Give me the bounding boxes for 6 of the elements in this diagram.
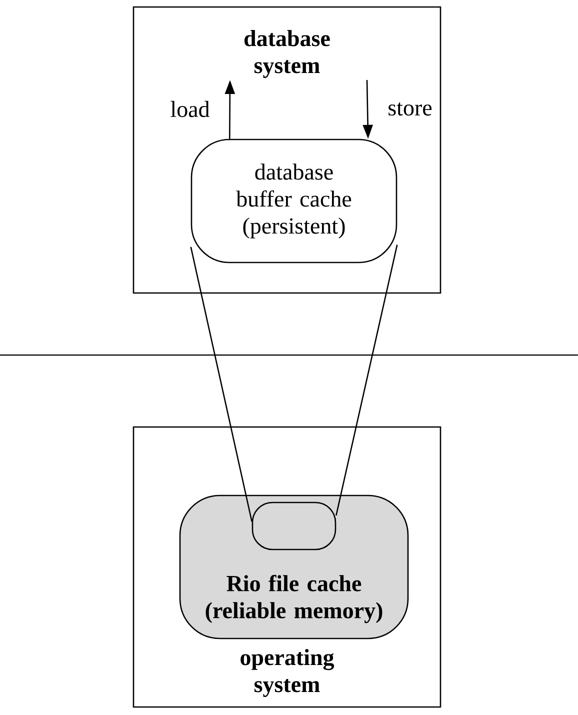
inner-cache-box xyxy=(252,502,336,550)
edge-label: store xyxy=(388,102,432,116)
buffer-cache-box: database buffer cache (persistent) xyxy=(190,138,398,264)
connector-line xyxy=(336,244,398,516)
connector-line xyxy=(190,246,252,522)
edge-label: load xyxy=(170,100,210,118)
